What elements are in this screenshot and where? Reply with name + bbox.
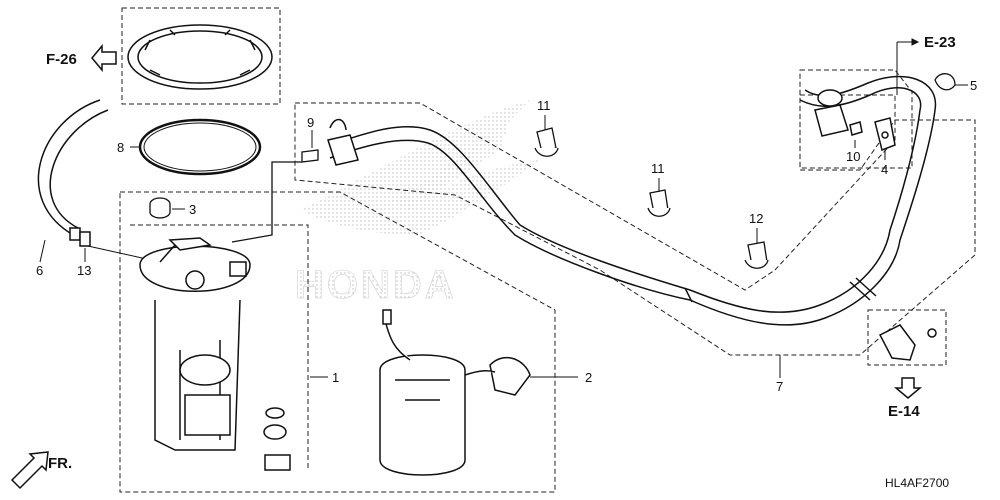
dashed-box-f26 [121, 7, 281, 105]
quick-connector-10 [814, 89, 863, 137]
honda-wing-watermark [300, 100, 540, 235]
arrow-e14 [893, 377, 923, 399]
honda-watermark-text: HONDA [295, 263, 457, 307]
ref-f26: F-26 [46, 51, 77, 68]
part-code: HL4AF2700 [885, 476, 949, 490]
dashed-groups [119, 7, 976, 493]
clip-9 [231, 149, 319, 243]
retaining-ring [127, 24, 273, 90]
callout-6: 6 [36, 263, 43, 278]
dashed-box-1 [130, 224, 309, 470]
o-ring-inner [143, 122, 257, 172]
breather-hose [37, 99, 109, 241]
callout-3: 3 [189, 202, 196, 217]
bracket-e14 [878, 324, 937, 361]
callout-11b: 11 [651, 161, 665, 176]
callout-7: 7 [776, 379, 783, 394]
hose-clip-12 [744, 241, 769, 269]
ref-e14: E-14 [888, 403, 920, 420]
hose-clip-11b [647, 189, 671, 217]
arrow-e23 [896, 38, 920, 95]
leader-lines [39, 84, 968, 378]
arrow-f26 [91, 43, 117, 73]
ref-e23: E-23 [924, 34, 956, 51]
o-ring [138, 118, 262, 176]
dashed-box-7 [294, 94, 976, 356]
callout-10: 10 [846, 149, 860, 164]
front-marker: FR. [48, 455, 72, 472]
clip-13 [79, 231, 91, 247]
callout-11a: 11 [537, 98, 551, 113]
callout-1: 1 [332, 370, 339, 385]
dashed-box-10 [799, 69, 913, 169]
callout-13: 13 [77, 263, 91, 278]
callout-5: 5 [970, 78, 977, 93]
dashed-box-fuel-pump [119, 191, 556, 493]
callout-4: 4 [881, 162, 888, 177]
clamp-5 [934, 73, 956, 91]
callout-8: 8 [117, 140, 124, 155]
cap-3 [149, 197, 171, 219]
hose-connector [327, 118, 359, 166]
bracket-4 [874, 117, 896, 152]
callout-9: 9 [307, 115, 314, 130]
dashed-box-e14 [867, 309, 947, 366]
fuel-feed-hose [329, 75, 937, 326]
arrow-front [10, 451, 49, 490]
hose-clip-11a [534, 127, 559, 157]
fuel-filter-assembly [379, 309, 531, 476]
fuel-pump-assembly [139, 237, 291, 471]
callout-2: 2 [585, 370, 592, 385]
callout-12: 12 [749, 211, 763, 226]
